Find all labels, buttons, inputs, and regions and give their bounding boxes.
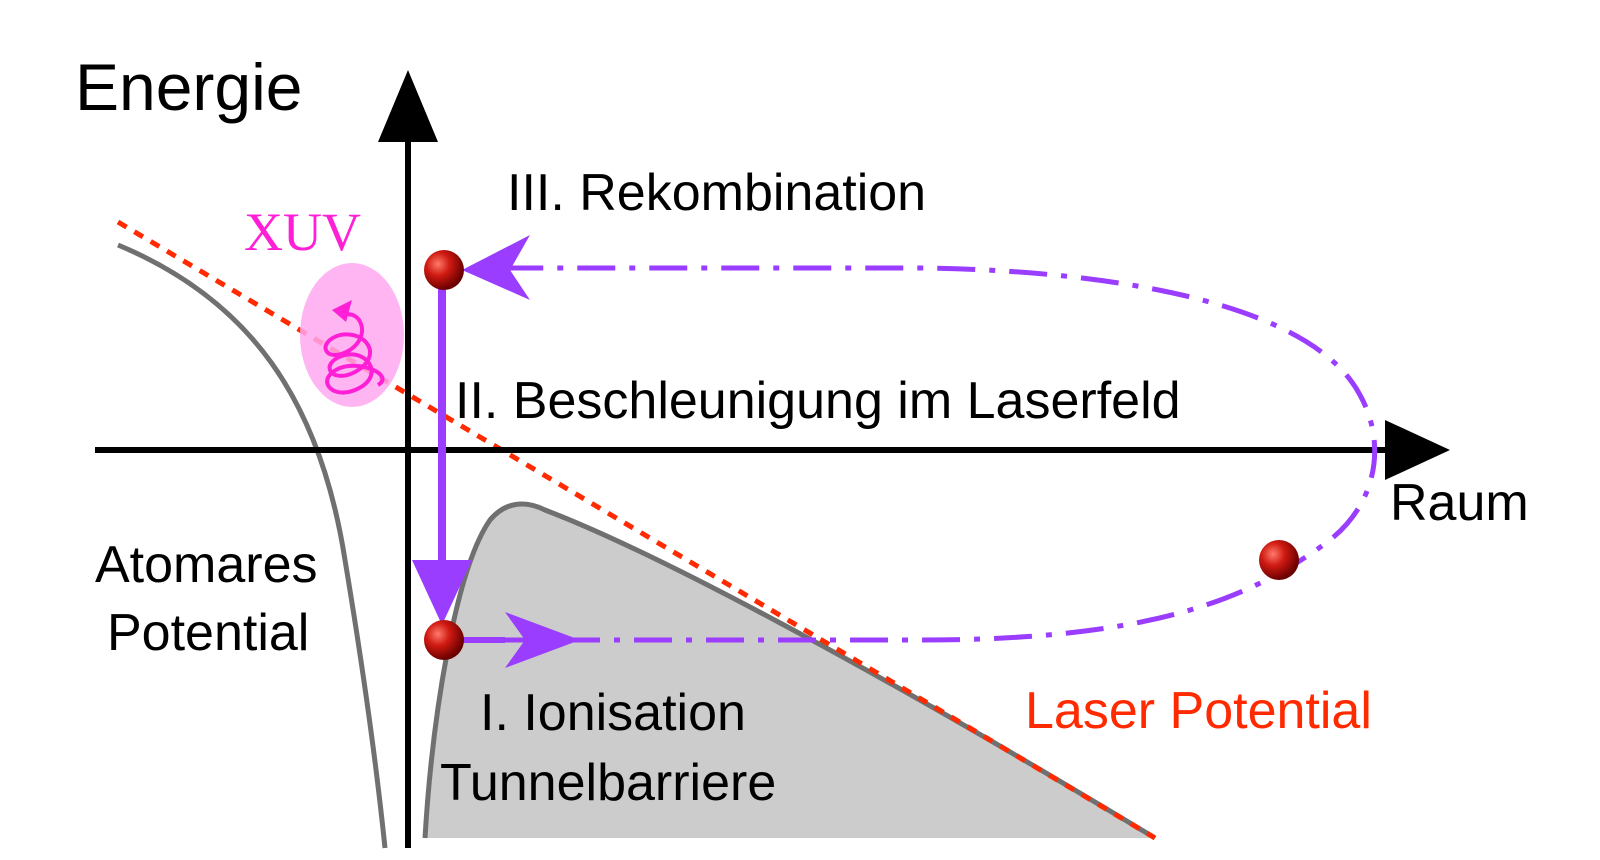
electron-ionisation bbox=[424, 620, 464, 660]
atomic-potential-label-line2: Potential bbox=[107, 604, 309, 662]
step3-label: III. Rekombination bbox=[507, 164, 926, 222]
x-axis-label: Raum bbox=[1390, 474, 1529, 532]
return-arrowhead bbox=[462, 235, 530, 300]
xuv-label: XUV bbox=[244, 202, 361, 262]
xuv-wave-icon bbox=[323, 312, 385, 395]
atomic-potential-curve bbox=[117, 242, 388, 849]
ionisation-arrowhead bbox=[505, 612, 580, 668]
atomic-potential-label-line1: Atomares bbox=[95, 536, 318, 594]
y-axis-label: Energie bbox=[75, 50, 303, 124]
tunnel-barrier-region bbox=[425, 504, 1155, 838]
electron-recombination bbox=[424, 250, 464, 290]
recombination-drop-arrowhead bbox=[412, 560, 472, 625]
electron-turnaround bbox=[1259, 540, 1299, 580]
step2-label: II. Beschleunigung im Laserfeld bbox=[455, 372, 1181, 430]
step1-label-line1: I. Ionisation bbox=[480, 684, 746, 742]
electron-trajectory bbox=[490, 265, 1378, 643]
step1-label-line2: Tunnelbarriere bbox=[440, 754, 776, 812]
x-axis-arrowhead bbox=[1385, 420, 1450, 480]
laser-potential-label: Laser Potential bbox=[1025, 682, 1372, 740]
y-axis-arrowhead bbox=[378, 70, 438, 142]
xuv-wave-arrowhead bbox=[332, 300, 352, 322]
